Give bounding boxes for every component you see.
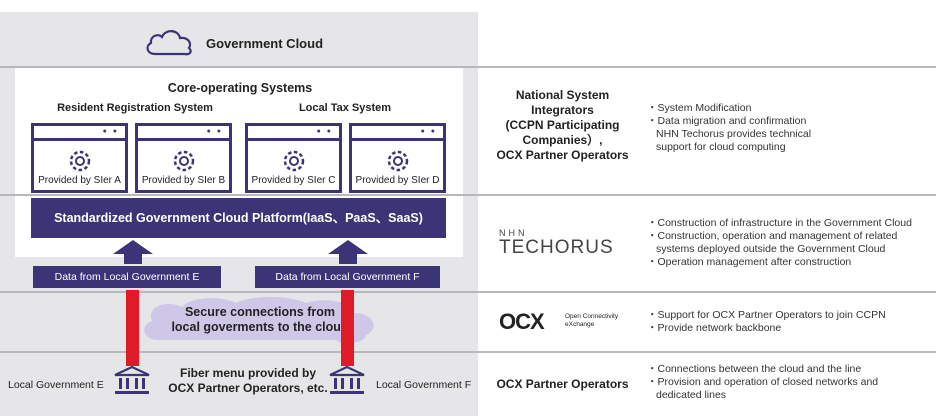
cloud-band	[0, 12, 478, 67]
row1-bullets: ・System Modification ・Data migration and…	[647, 102, 812, 153]
data-tag-e: Data from Local Government E	[33, 266, 221, 288]
divider	[0, 194, 936, 196]
government-building-icon	[329, 366, 365, 394]
local-government-e-label: Local Government E	[8, 379, 104, 391]
provider-label: Provided by SIer C	[251, 175, 336, 186]
provider-label: Provided by SIer B	[141, 175, 226, 186]
gear-icon	[283, 150, 305, 172]
ocx-logo: OCX	[499, 309, 545, 334]
gear-icon	[173, 150, 195, 172]
system-window-c: ● ● Provided by SIer C	[245, 123, 342, 193]
system-window-b: ● ● Provided by SIer B	[135, 123, 232, 193]
right-column-top	[478, 0, 936, 67]
gear-icon	[69, 150, 91, 172]
ocx-logo-subtitle: Open Connectivity eXchange	[565, 313, 619, 328]
resident-registration-title: Resident Registration System	[57, 102, 213, 114]
secure-cloud-shape	[144, 297, 374, 344]
local-tax-title: Local Tax System	[298, 102, 392, 114]
divider	[0, 291, 936, 293]
provider-label: Provided by SIer D	[355, 175, 440, 186]
cloud-icon	[146, 30, 192, 56]
divider	[0, 351, 936, 353]
fiber-line-e	[126, 290, 139, 366]
row3-bullets: ・Support for OCX Partner Operators to jo…	[647, 309, 886, 334]
arrow-up-icon	[113, 240, 153, 264]
fiber-line-f	[341, 290, 354, 366]
government-cloud-title: Government Cloud	[206, 36, 324, 51]
divider	[0, 66, 936, 68]
government-building-icon	[114, 366, 150, 394]
row2-bullets: ・Construction of infrastructure in the G…	[647, 217, 912, 268]
row4-bullets: ・Connections between the cloud and the l…	[647, 363, 879, 401]
national-system-integrators: National System Integrators (CCPN Partic…	[496, 88, 629, 162]
core-systems-title: Core-operating Systems	[167, 81, 313, 95]
system-window-a: ● ● Provided by SIer A	[31, 123, 128, 193]
provider-label: Provided by SIer A	[38, 175, 121, 186]
right-column	[478, 67, 936, 416]
data-tag-f: Data from Local Government F	[255, 266, 440, 288]
fiber-menu-text: Fiber menu provided by OCX Partner Opera…	[168, 366, 328, 395]
ocx-partner-operators: OCX Partner Operators	[496, 377, 629, 391]
techorus-logo: NHN TECHORUS	[499, 228, 614, 258]
platform-bar: Standardized Government Cloud Platform(I…	[31, 198, 446, 238]
gear-icon	[387, 150, 409, 172]
local-government-f-label: Local Government F	[376, 379, 472, 391]
system-window-d: ● ● Provided by SIer D	[349, 123, 446, 193]
secure-connections-text: Secure connections from local goverments…	[171, 305, 349, 334]
arrow-up-icon	[328, 240, 368, 264]
